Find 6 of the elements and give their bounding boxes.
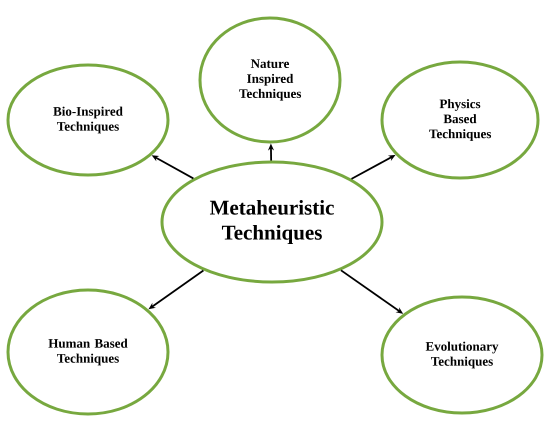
ellipse-node: Evolutionary Techniques <box>380 296 544 414</box>
ellipse-node: Nature Inspired Techniques <box>198 16 342 144</box>
ellipse-node: Human Based Techniques <box>6 288 170 416</box>
ellipse-node: Bio-Inspired Techniques <box>6 64 170 176</box>
ellipse-node: Physics Based Techniques <box>380 60 540 180</box>
ellipse-node: Metaheuristic Techniques <box>160 160 384 284</box>
